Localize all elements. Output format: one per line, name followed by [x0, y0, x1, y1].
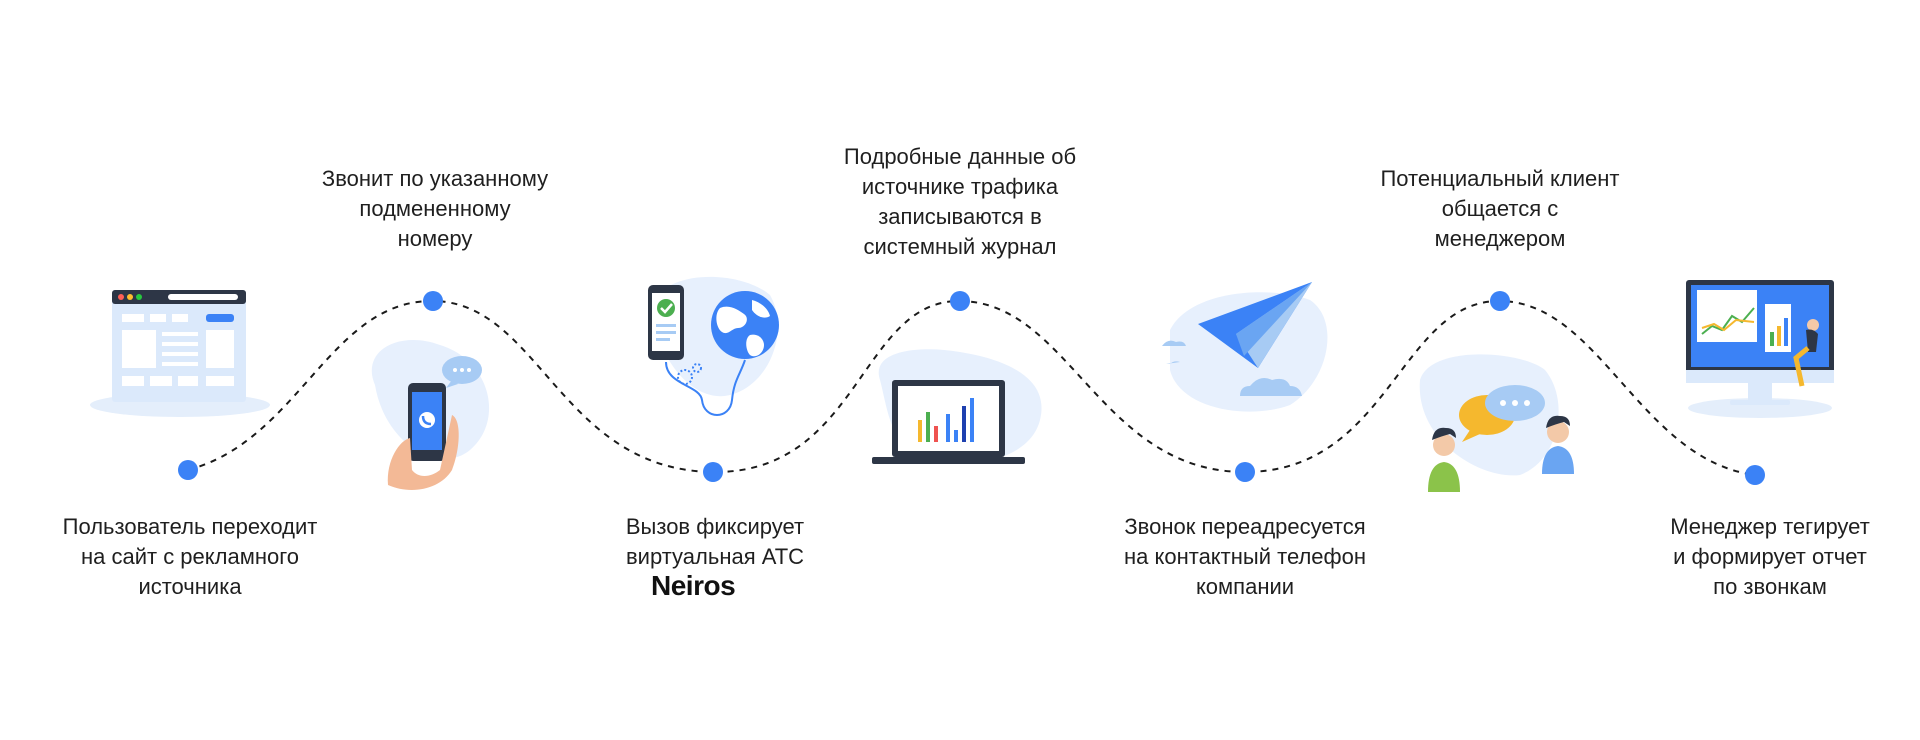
step-3-line-2: виртуальная АТС [625, 544, 805, 569]
step-label-7: Менеджер тегирует и формирует отчет по з… [1630, 512, 1910, 602]
chat-people-icon [1419, 354, 1574, 492]
neiros-logo: Neiros [651, 570, 736, 601]
step-1-line-2: на сайт с рекламного [80, 544, 300, 569]
step-5-line-2: на контактный телефон [1123, 544, 1367, 569]
step-4-line-3: записываются в [878, 204, 1042, 229]
step-7-line-1: Менеджер тегирует [1670, 514, 1870, 539]
monitor-dashboard-icon [1686, 280, 1834, 418]
step-label-5: Звонок переадресуется на контактный теле… [1100, 512, 1390, 602]
step-dot-4 [950, 291, 970, 311]
step-dot-2 [423, 291, 443, 311]
step-2-line-2: подмененному [359, 196, 511, 221]
step-2-line-1: Звонит по указанному [321, 166, 549, 191]
step-5-line-1: Звонок переадресуется [1124, 514, 1366, 539]
step-1-line-3: источника [138, 574, 242, 599]
laptop-chart-icon [872, 349, 1042, 464]
step-dot-7 [1745, 465, 1765, 485]
step-label-4: Подробные данные об источнике трафика за… [820, 142, 1100, 262]
step-7-line-3: по звонкам [1713, 574, 1827, 599]
step-label-3: Вызов фиксирует виртуальная АТС [590, 512, 840, 572]
step-6-line-3: менеджером [1434, 226, 1566, 251]
step-dot-6 [1490, 291, 1510, 311]
step-7-line-2: и формирует отчет [1673, 544, 1867, 569]
phone-in-hand-icon [371, 339, 490, 490]
step-label-2: Звонит по указанному подмененному номеру [290, 164, 580, 254]
step-label-1: Пользователь переходит на сайт с рекламн… [40, 512, 340, 602]
step-dot-5 [1235, 462, 1255, 482]
step-3-line-1: Вызов фиксирует [625, 514, 805, 539]
step-1-line-1: Пользователь переходит [62, 514, 318, 539]
paper-plane-icon [1160, 282, 1328, 412]
step-4-line-1: Подробные данные об [843, 144, 1077, 169]
phone-globe-icon [648, 276, 779, 416]
step-2-line-3: номеру [397, 226, 473, 251]
step-5-line-3: компании [1195, 574, 1295, 599]
step-6-line-1: Потенциальный клиент [1380, 166, 1620, 191]
step-4-line-2: источнике трафика [861, 174, 1059, 199]
step-4-line-4: системный журнал [863, 234, 1057, 259]
step-dot-1 [178, 460, 198, 480]
step-label-6: Потенциальный клиент общается с менеджер… [1360, 164, 1640, 254]
step-dot-3 [703, 462, 723, 482]
browser-window-icon [90, 290, 270, 417]
step-6-line-2: общается с [1441, 196, 1559, 221]
